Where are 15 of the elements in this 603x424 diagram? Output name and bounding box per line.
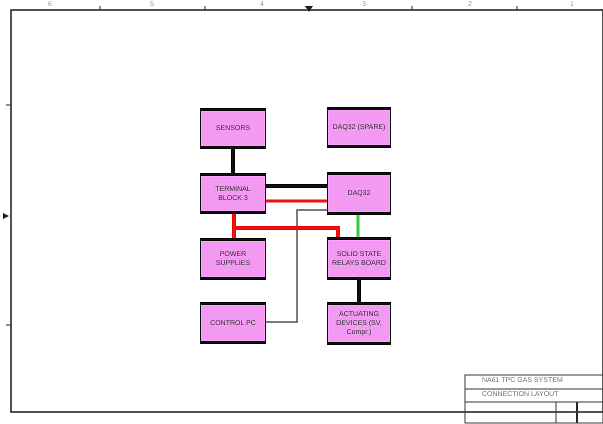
connector-line [266,209,327,323]
connector-line [266,184,327,188]
control-pc-box [200,302,266,344]
spare-daq-box [327,107,391,148]
connector-line [357,280,361,302]
actuating-devices-box [327,302,391,345]
sensors-box [200,108,266,149]
power-supplies-box [200,238,266,280]
connector-line [232,226,340,238]
connector-line [356,215,360,237]
connector-line [231,149,235,173]
terminal-block-box [200,173,266,214]
relays-board-box [327,237,391,280]
daq-box [327,172,391,215]
connector-line [266,200,327,202]
